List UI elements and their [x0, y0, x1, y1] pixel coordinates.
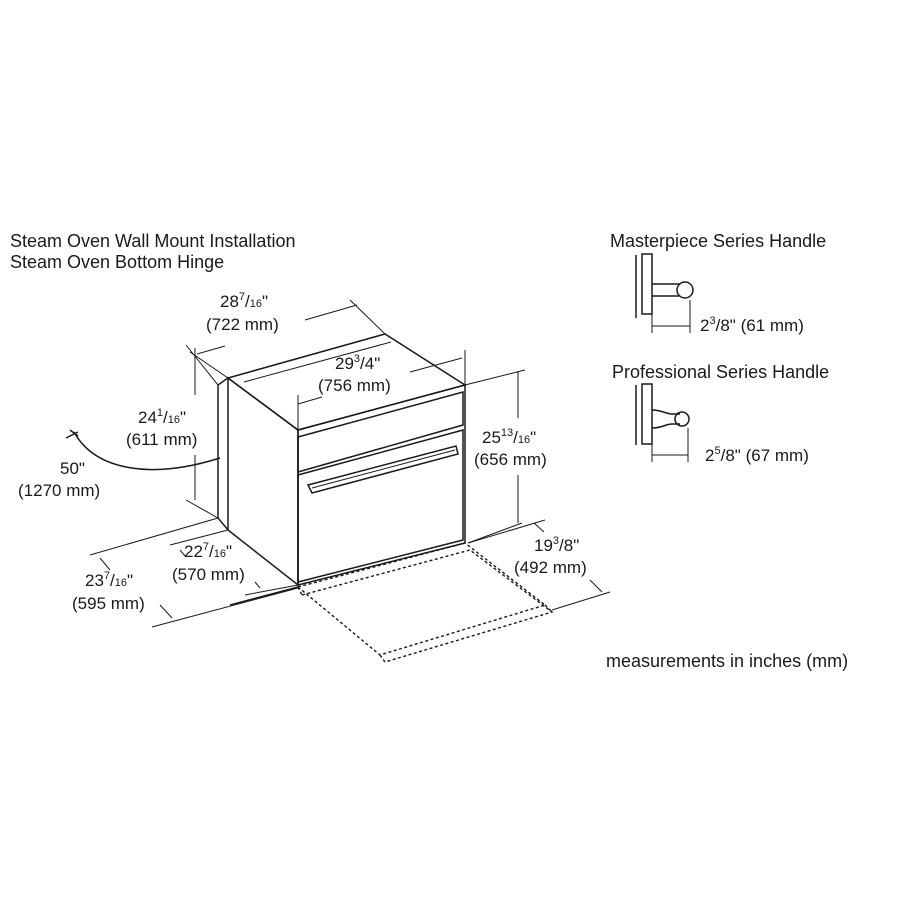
dim-front-height-mm: (656 mm)	[474, 450, 547, 469]
cord-end-mark-2	[65, 431, 79, 439]
dim-line	[99, 557, 111, 571]
masterpiece-handle-drawing	[635, 253, 694, 333]
cord-end-mark	[69, 429, 79, 437]
power-cord	[73, 431, 221, 471]
dim-cord-mm: (1270 mm)	[18, 481, 100, 500]
dim-line	[196, 345, 226, 355]
door-swing-corner-front	[379, 654, 386, 663]
dim-width-inch: 293/4"	[335, 353, 380, 373]
ext-line	[467, 519, 546, 544]
dim-top-depth-mm: (722 mm)	[206, 315, 279, 334]
dim-line	[589, 579, 603, 593]
handle-bar-profile	[674, 411, 690, 427]
dim-cord: 50" (1270 mm)	[18, 459, 100, 500]
oven-handle	[306, 445, 459, 494]
oven-side-face	[227, 376, 299, 587]
dim-depth-body: 227/16" (570 mm)	[169, 529, 299, 596]
dim-top-depth: 287/16" (722 mm)	[189, 291, 386, 379]
dim-back-height-inch: 241/16"	[138, 407, 186, 427]
ext-line	[89, 517, 219, 556]
dim-line	[409, 357, 463, 373]
dim-door-swing: 193/8" (492 mm)	[467, 519, 611, 611]
door-swing-area-outer	[301, 549, 554, 663]
ext-line	[189, 351, 229, 379]
title-wall-mount: Steam Oven Wall Mount Installation	[10, 231, 295, 251]
measurements-note: measurements in inches (mm)	[606, 651, 848, 671]
dim-depth-total-inch: 237/16"	[85, 570, 133, 590]
ext-line	[464, 369, 526, 386]
masterpiece-handle-dim: 23/8" (61 mm)	[700, 315, 804, 335]
ext-line	[169, 529, 229, 546]
dim-width-mm: (756 mm)	[318, 376, 391, 395]
dim-line	[533, 522, 545, 533]
dim-line	[159, 604, 173, 619]
handle-standoff	[651, 423, 680, 429]
oven-control-panel	[297, 391, 464, 473]
ext-line	[151, 587, 299, 628]
dim-line	[254, 581, 261, 589]
handle-standoff	[651, 409, 680, 415]
ext-line	[185, 344, 219, 386]
door-swing-corner-left	[297, 586, 303, 596]
masterpiece-handle-title: Masterpiece Series Handle	[610, 231, 826, 251]
dim-cord-inch: 50"	[60, 459, 85, 478]
dim-top-depth-inch: 287/16"	[220, 291, 268, 311]
dim-door-swing-mm: (492 mm)	[514, 558, 587, 577]
door-panel	[641, 383, 653, 445]
dim-depth-body-mm: (570 mm)	[172, 565, 245, 584]
dim-door-swing-inch: 193/8"	[534, 535, 579, 555]
handle-bar-profile	[676, 281, 694, 299]
dim-line	[297, 396, 323, 405]
dim-line	[179, 549, 186, 557]
professional-handle-title: Professional Series Handle	[612, 362, 829, 382]
oven-handle-highlight	[311, 449, 456, 489]
ext-line	[185, 499, 219, 519]
oven-drawing	[217, 333, 554, 663]
dim-depth-body-inch: 227/16"	[184, 541, 232, 561]
professional-handle-drawing	[635, 383, 690, 462]
door-swing-corner-right	[544, 604, 553, 613]
dim-width: 293/4" (756 mm)	[297, 350, 466, 430]
oven-back-panel	[217, 377, 229, 531]
ext-line	[551, 591, 611, 611]
dim-depth-total-mm: (595 mm)	[72, 594, 145, 613]
professional-handle-dim: 25/8" (67 mm)	[705, 445, 809, 465]
dim-line	[304, 304, 358, 321]
oven-bottom-trim	[229, 586, 299, 606]
ext-line	[467, 522, 523, 544]
dim-back-height: 241/16" (611 mm)	[126, 344, 219, 519]
dim-depth-total: 237/16" (595 mm)	[72, 517, 299, 628]
door-swing-area	[296, 542, 547, 656]
oven-door	[297, 429, 464, 583]
dim-front-height-inch: 2513/16"	[482, 427, 536, 447]
door-panel	[641, 253, 653, 315]
ext-line	[244, 584, 299, 596]
oven-top-edge-line	[243, 341, 392, 383]
title-bottom-hinge: Steam Oven Bottom Hinge	[10, 252, 224, 272]
dim-front-height: 2513/16" (656 mm)	[464, 369, 547, 544]
dim-back-height-mm: (611 mm)	[126, 430, 197, 449]
